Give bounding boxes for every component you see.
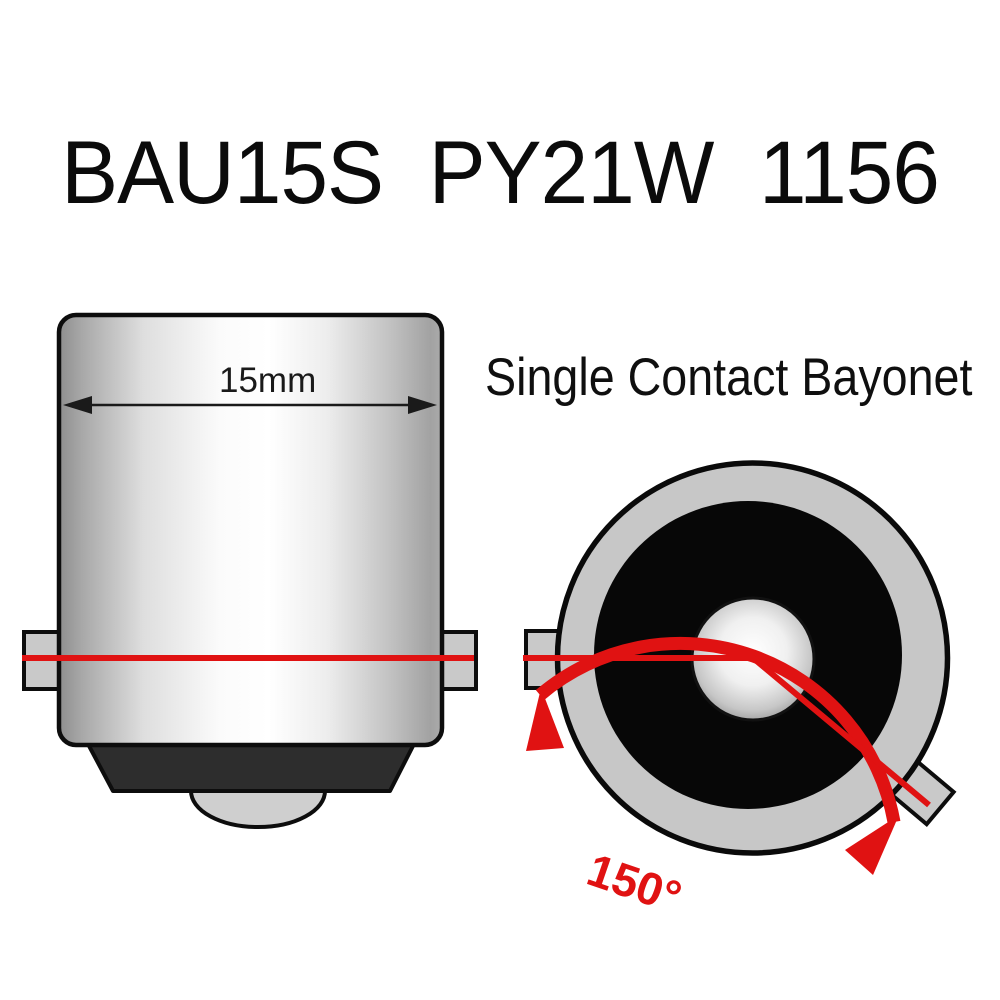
angle-reference-line — [523, 655, 931, 808]
bulb-front-view — [523, 460, 957, 875]
dimension-arrow — [63, 396, 437, 414]
dimension-label: 15mm — [219, 361, 317, 400]
metal-shell — [56, 312, 445, 748]
bulb-side-view — [22, 312, 478, 829]
page-title: BAU15S PY21W 1156 — [61, 122, 940, 222]
arc-arrowhead-left-icon — [526, 688, 564, 751]
front-view-title: Single Contact Bayonet — [485, 348, 973, 407]
arrowhead-left-icon — [63, 396, 92, 414]
arc-arrowhead-right-icon — [845, 815, 899, 875]
glass-dome-tip — [188, 789, 328, 829]
arrowhead-right-icon — [408, 396, 437, 414]
insulator-base — [86, 742, 416, 793]
